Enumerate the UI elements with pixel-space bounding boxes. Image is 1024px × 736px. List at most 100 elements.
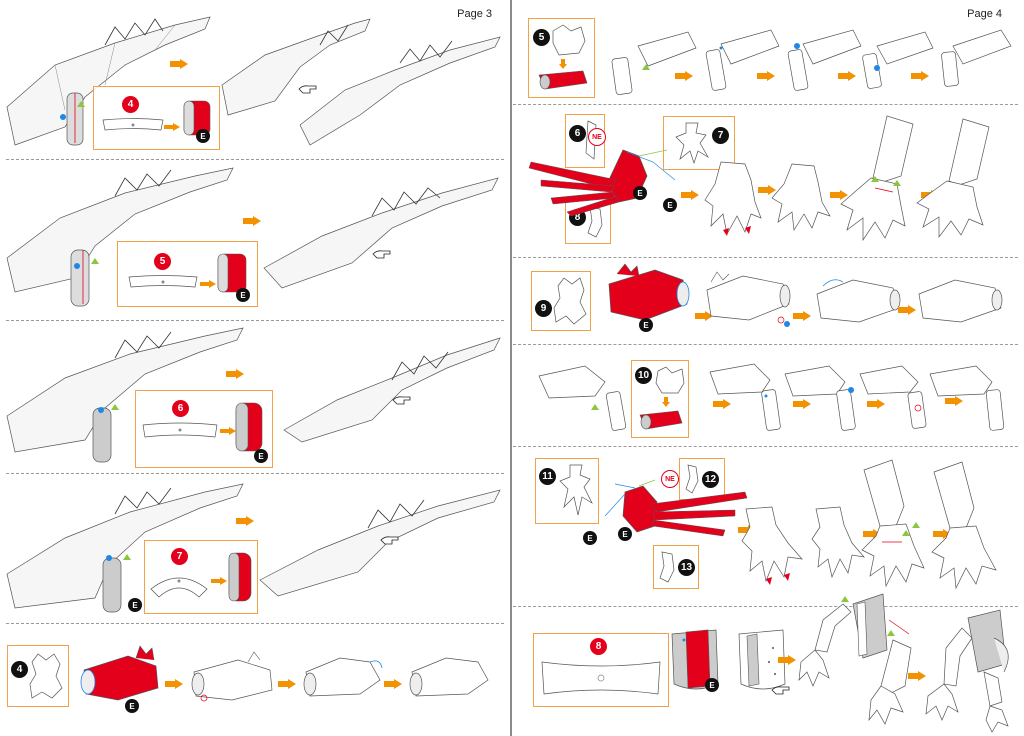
arm-assembly-result-illustration <box>941 29 1012 87</box>
ne-marker-badge: NE <box>588 128 606 146</box>
arrow-right-icon <box>945 396 963 406</box>
tail-assembly-illustration <box>6 483 244 613</box>
step-7-detail-box: 7 <box>144 540 258 614</box>
arm-assembly-step-illustration <box>784 365 856 431</box>
hand-step-illustration <box>741 506 803 585</box>
flat-leg-piece-illustration <box>553 277 587 325</box>
arm-hand-result-illustration <box>916 118 990 239</box>
body-arms-assembly-illustration <box>798 593 912 725</box>
arm-assembly-step-illustration <box>787 29 862 91</box>
section-divider <box>6 320 504 321</box>
arm-assembly-illustration <box>611 31 697 95</box>
arrow-right-icon <box>898 305 916 315</box>
section-divider <box>513 446 1018 447</box>
piece-marker-e: E <box>583 531 597 545</box>
arm-assembly-step-illustration <box>859 365 927 429</box>
arrow-right-icon <box>236 516 254 526</box>
body-assembly-illustration <box>671 629 719 690</box>
arrow-right-icon <box>758 185 776 195</box>
step-number-badge: 11 <box>539 468 556 485</box>
hand-pointer-icon <box>372 250 391 259</box>
hand-pointer-icon <box>298 85 317 94</box>
step-number-badge: 12 <box>702 471 719 488</box>
tail-assembly-illustration <box>6 167 234 307</box>
arm-assembly-step-illustration <box>862 31 934 89</box>
arm-assembly-illustration <box>538 365 627 431</box>
step-number-badge: 4 <box>122 96 139 113</box>
piece-marker-e: E <box>236 288 250 302</box>
arm-hand-assembly-illustration <box>861 459 925 588</box>
tail-assembly-illustration <box>6 16 211 146</box>
leg-assembly-illustration <box>80 645 159 701</box>
flat-leg-piece-illustration <box>29 653 63 699</box>
section-divider <box>513 104 1018 105</box>
flat-piece-illustration <box>685 464 699 494</box>
arrow-down-icon <box>662 397 670 407</box>
hand-pointer-icon <box>771 686 790 695</box>
arrow-right-icon <box>695 311 713 321</box>
arm-assembly-step-illustration <box>705 29 780 91</box>
arrow-right-icon <box>793 311 811 321</box>
step-8-detail-box: 8 <box>533 633 669 707</box>
step-number-badge: 7 <box>171 548 188 565</box>
step-5-detail-box: 5 E <box>117 241 258 307</box>
arrow-right-icon <box>164 123 180 131</box>
flat-piece-illustration <box>102 118 164 131</box>
flat-hand-piece-illustration <box>675 122 709 165</box>
arrow-right-icon <box>220 427 236 435</box>
curved-part-illustration <box>235 402 263 452</box>
curved-part-illustration <box>639 410 683 430</box>
section-divider <box>6 623 504 624</box>
arrow-right-icon <box>838 71 856 81</box>
step-number-badge: 13 <box>678 559 695 576</box>
piece-marker-e: E <box>196 129 210 143</box>
leg-assembly-step-illustration <box>816 279 901 323</box>
page-4: Page 4 5 6 NE <box>513 0 1024 736</box>
step-number-badge: 10 <box>635 367 652 384</box>
step-5-arm-part-box: 5 <box>528 18 595 98</box>
step-4-leg-part-box: 4 <box>7 645 69 707</box>
piece-marker-e: E <box>633 186 647 200</box>
step-7-part-box: 7 <box>663 116 735 170</box>
page-divider <box>510 0 512 736</box>
section-divider <box>6 159 504 160</box>
tail-assembly-illustration <box>6 327 244 463</box>
hand-step-illustration <box>771 163 831 232</box>
flat-hand-piece-illustration <box>559 464 593 516</box>
step-number-badge: 5 <box>154 253 171 270</box>
tail-assembly-result-illustration <box>283 337 501 443</box>
body-assembly-step-illustration <box>738 629 786 690</box>
curved-part-illustration <box>538 70 588 90</box>
leg-assembly-step-illustration <box>191 651 273 702</box>
piece-marker-e: E <box>705 678 719 692</box>
piece-marker-e: E <box>125 699 139 713</box>
step-6-detail-box: 6 E <box>135 390 273 468</box>
arrow-right-icon <box>211 577 227 585</box>
flat-piece-illustration <box>541 661 661 695</box>
arrow-right-icon <box>243 216 261 226</box>
leg-assembly-illustration <box>608 263 690 321</box>
arm-assembly-step-illustration <box>709 363 781 431</box>
step-number-badge: 4 <box>11 661 28 678</box>
tail-assembly-result-illustration <box>259 489 501 597</box>
hand-assembly-illustration <box>528 149 676 217</box>
curved-part-illustration <box>217 253 247 293</box>
tail-assembly-result-illustration <box>221 18 501 146</box>
leg-assembly-result-illustration <box>918 279 1003 323</box>
piece-marker-e: E <box>618 527 632 541</box>
arm-assembly-result-illustration <box>929 365 1005 431</box>
flat-piece-illustration <box>142 422 218 438</box>
arrow-right-icon <box>675 71 693 81</box>
step-number-badge: 9 <box>535 300 552 317</box>
step-12-part-box: 12 <box>679 458 725 500</box>
flat-piece-illustration <box>552 24 586 56</box>
step-number-badge: 5 <box>533 29 550 46</box>
arrow-right-icon <box>830 190 848 200</box>
arrow-right-icon <box>165 679 183 689</box>
arm-hand-assembly-illustration <box>840 115 914 242</box>
arrow-right-icon <box>908 671 926 681</box>
flat-piece-illustration <box>659 551 675 583</box>
hand-pointer-icon <box>392 396 411 405</box>
arrow-right-icon <box>778 655 796 665</box>
section-divider <box>6 473 504 474</box>
